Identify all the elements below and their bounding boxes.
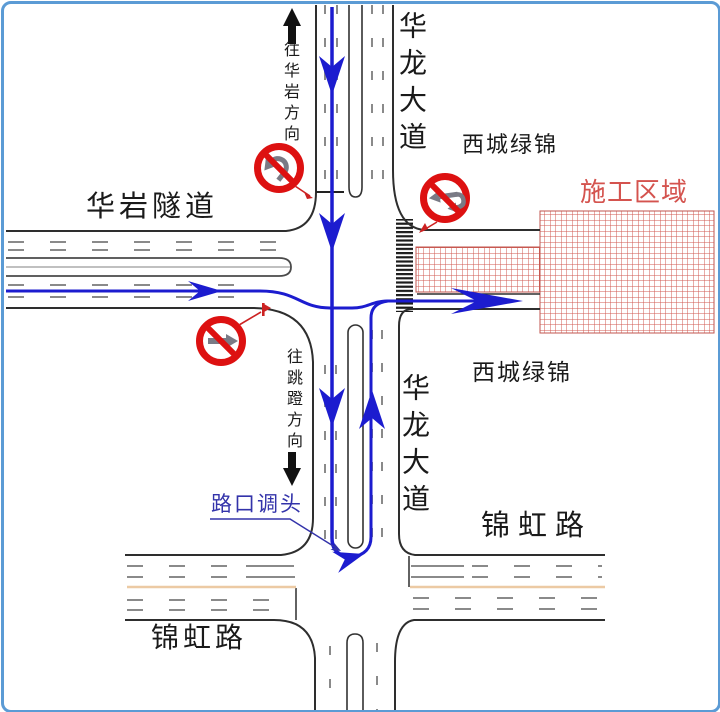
direction-arrows — [283, 8, 301, 486]
uturn-note-leader — [210, 518, 339, 550]
label-direction-huayan: 往华岩方向 — [281, 41, 298, 146]
label-road-hualong-north: 华龙大道 — [395, 11, 426, 159]
north-direction-arrow-icon — [283, 8, 301, 44]
label-road-huayan-tunnel: 华岩隧道 — [86, 191, 219, 223]
flow-southbound — [330, 7, 346, 558]
lane-dashes — [8, 5, 602, 710]
label-road-jinhong-west: 锦虹路 — [151, 623, 248, 654]
leader-flag — [262, 303, 271, 316]
label-area-xicheng-mid: 西城绿锦 — [472, 360, 572, 385]
barrier-stripes — [396, 219, 413, 312]
road-edges — [6, 5, 605, 710]
tunnel-median — [6, 257, 292, 277]
flow-arrowheads — [188, 56, 523, 573]
no-straight-ahead-sign-icon — [196, 303, 271, 366]
label-area-xicheng-top: 西城绿锦 — [462, 132, 559, 157]
label-road-jinhong-east: 锦虹路 — [481, 510, 593, 542]
flow-uturn-northbound — [351, 299, 500, 559]
flow-west-to-east — [6, 289, 470, 310]
label-construction-zone: 施工区域 — [580, 178, 689, 207]
label-direction-tiaodeng: 往跳蹬方向 — [284, 348, 301, 453]
south-direction-arrow-icon — [283, 452, 301, 486]
no-left-turn-or-u-turn-sign-icon — [419, 173, 470, 233]
label-uturn-note: 路口调头 — [211, 492, 303, 516]
label-road-hualong-south: 华龙大道 — [398, 373, 429, 521]
median-islands — [346, 5, 364, 710]
construction-area — [415, 210, 715, 334]
no-u-turn-sign-icon — [254, 143, 313, 199]
